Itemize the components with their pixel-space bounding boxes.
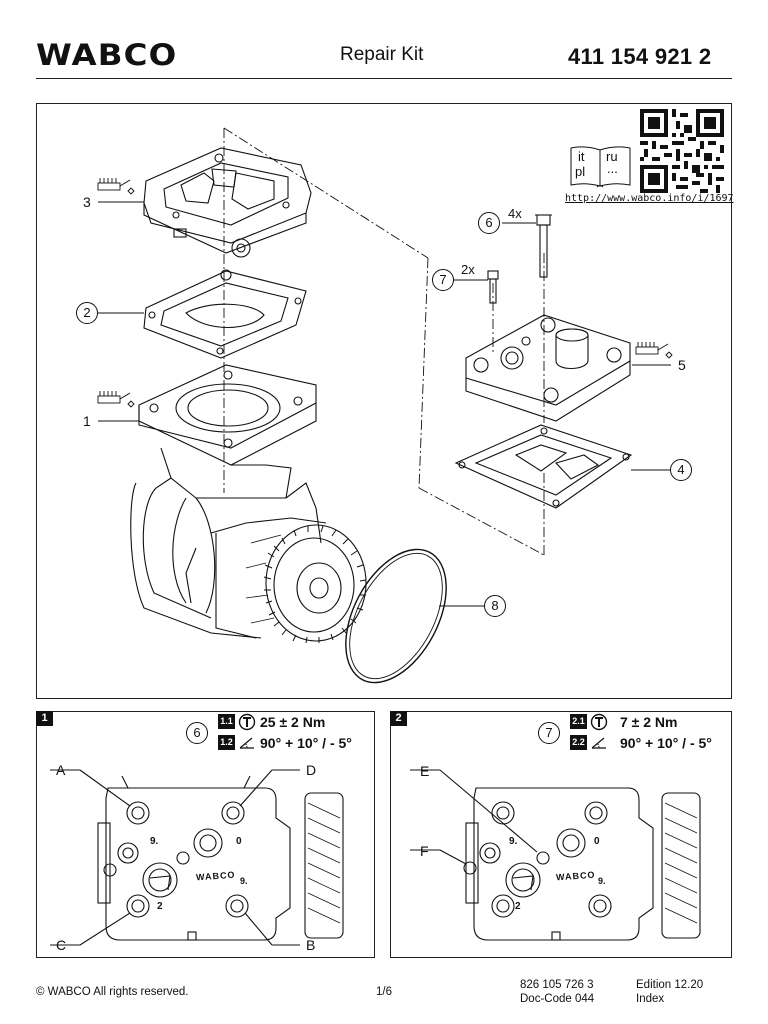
angle-tightening-icon [239,737,254,749]
callout-5-label: 5 [678,357,686,373]
panel-1-callout-6: 6 [186,722,208,744]
qty-7: 2x [461,262,475,277]
bolt-position-d: D [306,762,317,778]
panel-1-mark-9b: 9. [240,876,248,886]
language-more: ... [607,161,618,176]
step-panel-2: 2 [390,711,732,958]
compressor-body [130,447,327,639]
language-ru: ru [606,149,618,164]
part-7-screw [487,270,499,304]
document-code: Doc-Code 044 [520,993,595,1005]
step-1-2-badge: 1.2 [218,735,235,750]
index-label: Index [636,993,665,1005]
panel-2-mark-2: 2 [515,901,521,912]
exploded-view-drawing [97,127,673,684]
language-pl: pl [575,164,586,179]
callout-6: 6 [478,212,500,234]
callout-2: 2 [76,302,98,324]
step-1-1-badge: 1.1 [218,714,235,729]
part-number: 411 154 921 2 [568,44,712,69]
copyright: © WABCO All rights reserved. [36,986,189,998]
angle-tightening-icon [591,737,606,749]
step-2-1-badge: 2.1 [570,714,587,729]
step-panel-1: 1 [36,711,375,958]
bolt-position-c: C [56,937,67,953]
panel-1-cover-drawing [50,769,344,946]
callout-8: 8 [484,595,506,617]
qty-6: 4x [508,206,522,221]
panel-2-cover-drawing [410,769,701,941]
part-4-gasket-plate [454,424,633,509]
callout-1-label: 1 [83,413,91,429]
cleaning-icons [97,178,673,408]
wabco-info-link[interactable]: http://www.wabco.info/i/1697 [565,193,734,204]
panel-1-number: 1 [36,711,53,726]
drive-gear [245,524,367,644]
qr-code-icon[interactable] [640,109,724,193]
part-5-cover-plate [465,314,631,422]
language-book-icon [570,146,631,188]
panel-2-callout-7: 7 [538,722,560,744]
panel-1-mark-2: 2 [157,901,163,912]
panel-2-mark-9b: 9. [598,876,606,886]
bolt-position-a: A [56,762,66,778]
bolt-position-b: B [306,937,316,953]
torque-wrench-icon [238,713,256,731]
step-1-2-angle: 90° + 10° / - 5° [260,735,352,751]
part-6-bolt [535,214,552,278]
panel-1-mark-0: 0 [236,836,242,847]
callout-4: 4 [670,459,692,481]
header-divider [36,78,732,79]
bolt-position-e: E [420,763,430,779]
panel-2-number: 2 [390,711,407,726]
document-title: Repair Kit [340,44,424,65]
panel-2-mark-0: 0 [594,836,600,847]
step-1-1-torque: 25 ± 2 Nm [260,714,326,730]
part-1-cylinder-flange [138,364,317,466]
part-3-cylinder-head [143,147,312,258]
bolt-position-f: F [420,843,429,859]
step-2-1-torque: 7 ± 2 Nm [620,714,678,730]
panel-2-mark-9: 9. [509,836,518,847]
callout-leaders [98,201,672,607]
step-2-2-badge: 2.2 [570,735,587,750]
panel-1-mark-9: 9. [150,836,159,847]
edition: Edition 12.20 [636,979,704,991]
torque-wrench-icon [590,713,608,731]
page-number: 1/6 [376,986,392,998]
document-number: 826 105 726 3 [520,979,594,991]
assembly-lines [223,127,545,556]
callout-3-label: 3 [83,194,91,210]
step-2-2-angle: 90° + 10° / - 5° [620,735,712,751]
exploded-view-frame [36,103,732,699]
part-2-gasket [143,269,307,359]
part-8-o-ring [345,548,447,684]
callout-7: 7 [432,269,454,291]
wabco-logo: WABCO [36,38,178,72]
language-it: it [578,149,585,164]
